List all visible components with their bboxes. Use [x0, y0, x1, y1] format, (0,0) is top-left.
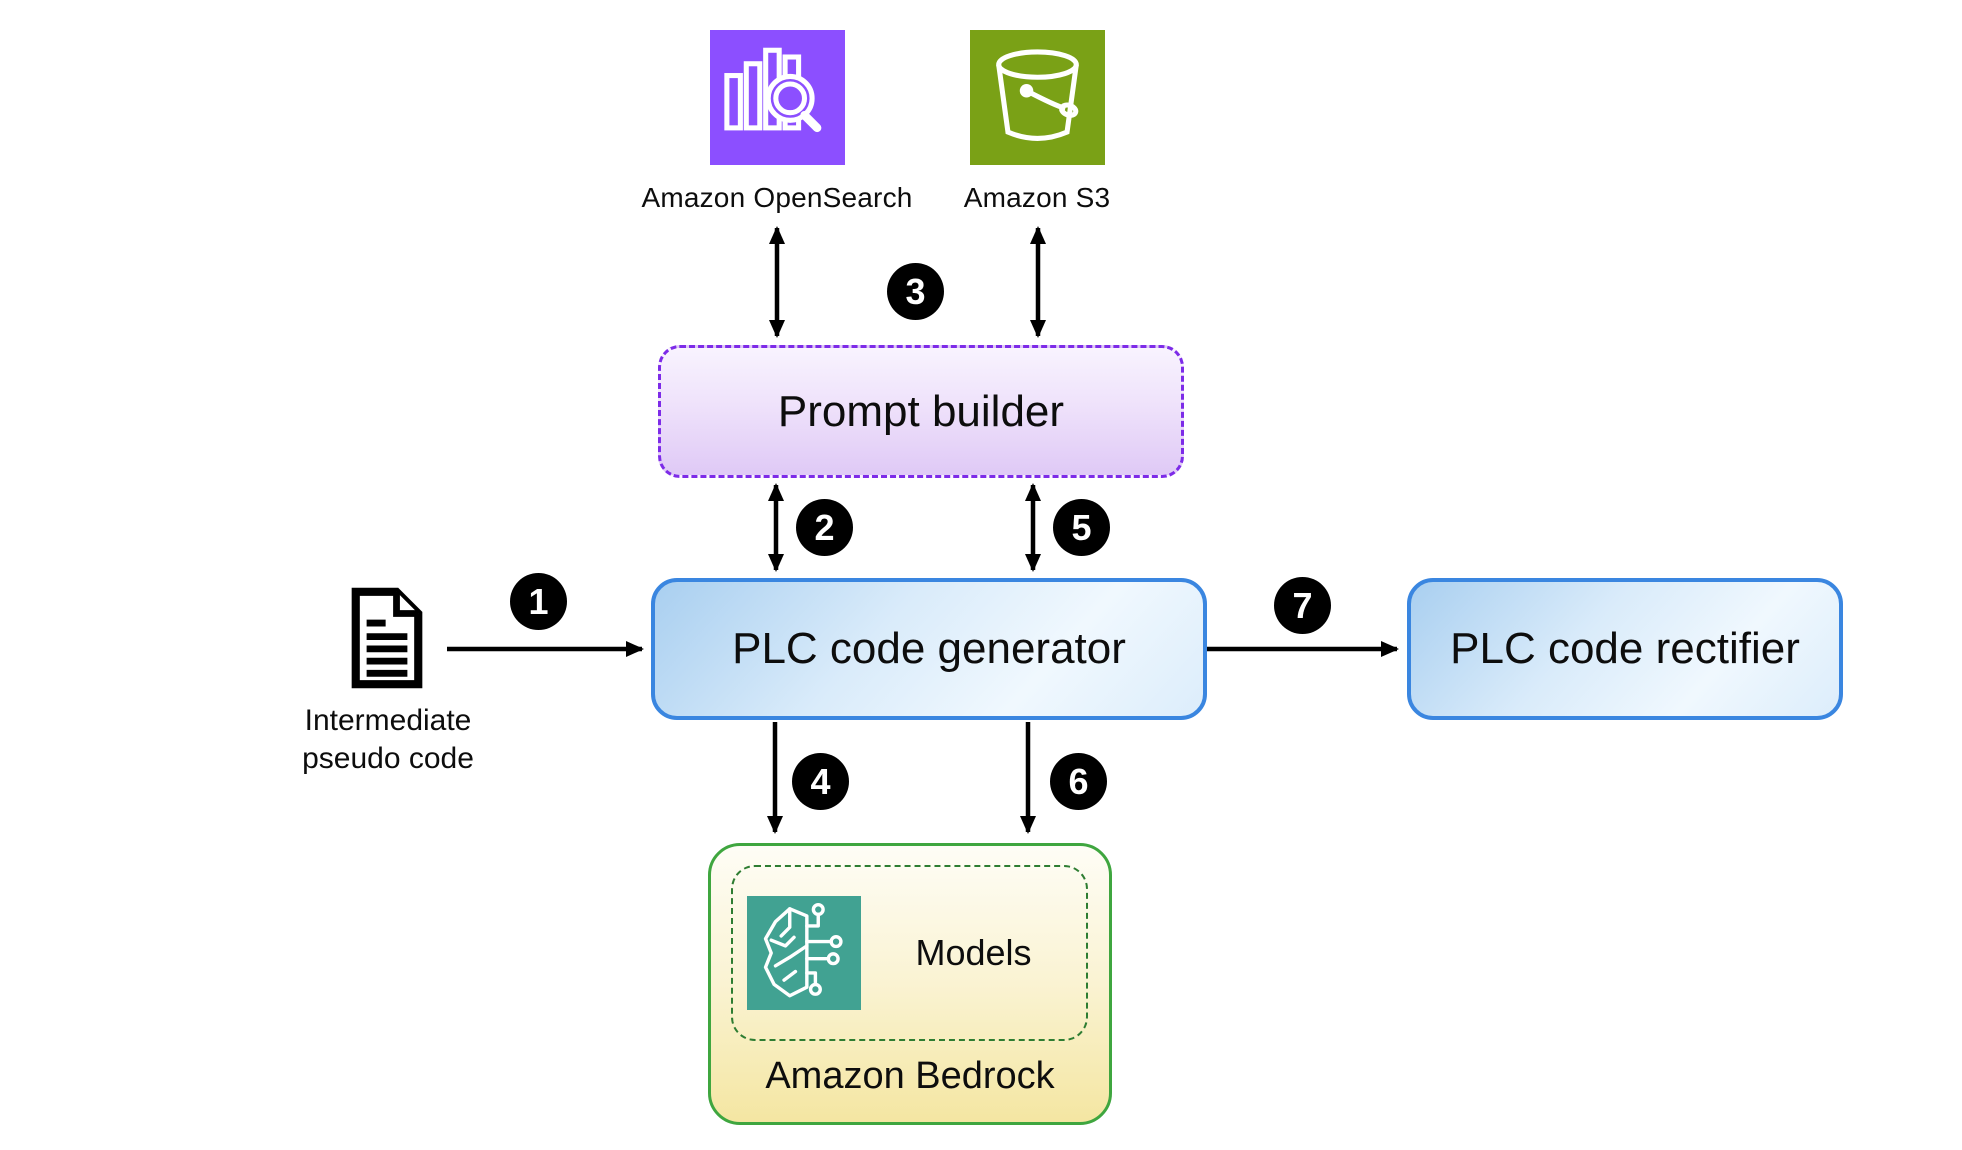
step-badge-6: 6 [1050, 753, 1107, 810]
step-badge-4: 4 [792, 753, 849, 810]
pseudo-code-label-line1: Intermediate [304, 704, 472, 737]
bedrock-label: Amazon Bedrock [765, 1055, 1055, 1097]
plc-code-generator-box: PLC code generator [651, 578, 1207, 720]
bar-chart-magnifier-icon [710, 30, 845, 165]
s3-tile [970, 30, 1105, 165]
opensearch-label: Amazon OpenSearch [641, 182, 913, 213]
step-badge-1: 1 [510, 573, 567, 630]
pseudo-code-label-line2: pseudo code [302, 742, 474, 775]
opensearch-tile [710, 30, 845, 165]
plc-code-rectifier-box: PLC code rectifier [1407, 578, 1843, 720]
bucket-icon [970, 30, 1105, 165]
step-badge-7: 7 [1274, 577, 1331, 634]
document-icon [346, 585, 428, 691]
neural-brain-circuit-icon [747, 896, 861, 1010]
step-badge-3: 3 [887, 263, 944, 320]
intermediate-pseudo-code-label: Intermediate pseudo code [258, 702, 518, 778]
plc-code-rectifier-label: PLC code rectifier [1450, 624, 1800, 673]
prompt-builder-box: Prompt builder [658, 345, 1184, 478]
s3-label: Amazon S3 [963, 182, 1111, 213]
models-box: Models [731, 865, 1088, 1041]
prompt-builder-label: Prompt builder [777, 386, 1065, 436]
step-badge-2: 2 [796, 499, 853, 556]
bedrock-group-box: Models Amazon Bedrock [708, 843, 1112, 1125]
models-label: Models [915, 932, 1032, 973]
step-badge-5: 5 [1053, 499, 1110, 556]
plc-code-generator-label: PLC code generator [732, 624, 1126, 673]
